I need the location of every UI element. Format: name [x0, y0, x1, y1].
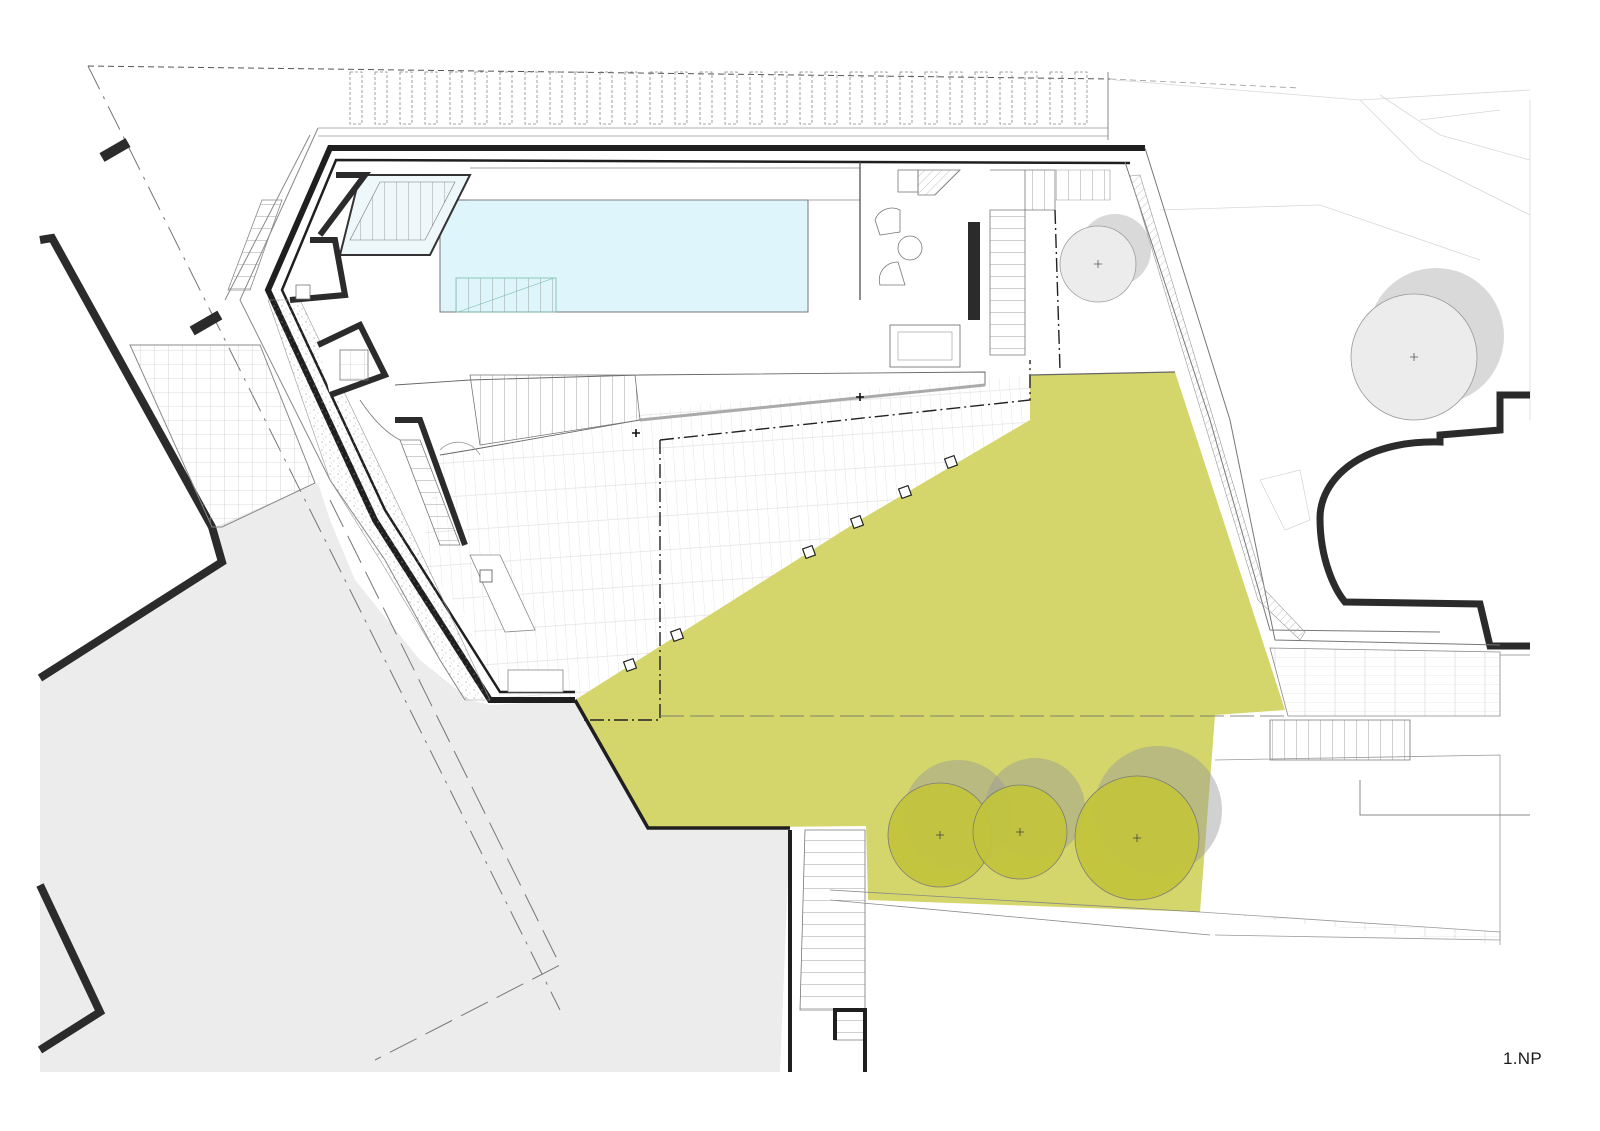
tiled-terrace [129, 344, 316, 528]
terrain-lines [1114, 79, 1531, 531]
lower-right-stair [1269, 719, 1411, 761]
bench [507, 669, 564, 693]
side-stair-right [989, 209, 1026, 356]
garden-trees [887, 746, 1222, 901]
tree-top-right [1059, 214, 1151, 303]
dashed-top-boundary [87, 65, 1111, 80]
wooden-deck [420, 375, 1030, 700]
inner-stair-left [399, 439, 461, 546]
garden-boundary-wall [573, 699, 790, 830]
dashed-boundary-2 [329, 499, 561, 1061]
right-curved-wall [1316, 391, 1530, 650]
neighbor-wall-lower [36, 883, 106, 1054]
deck-light-markers [622, 454, 959, 673]
parking-row [349, 71, 1088, 125]
wall-segment [968, 222, 980, 320]
exterior-stair-left [227, 199, 283, 291]
garden-lawn [575, 372, 1285, 912]
floor-level-label: 1.NP [1503, 1049, 1542, 1068]
deck-strip-right [1269, 647, 1501, 717]
interior-stair [469, 374, 641, 446]
neighbor-building [40, 483, 790, 1072]
wall-fragment-2 [189, 310, 223, 336]
tree-right [1350, 268, 1504, 421]
lounge-chairs [874, 207, 923, 286]
wall-fragment [99, 138, 131, 162]
building-perimeter-light [1144, 147, 1501, 646]
table [889, 324, 961, 368]
dashed-boundary [87, 65, 561, 1011]
